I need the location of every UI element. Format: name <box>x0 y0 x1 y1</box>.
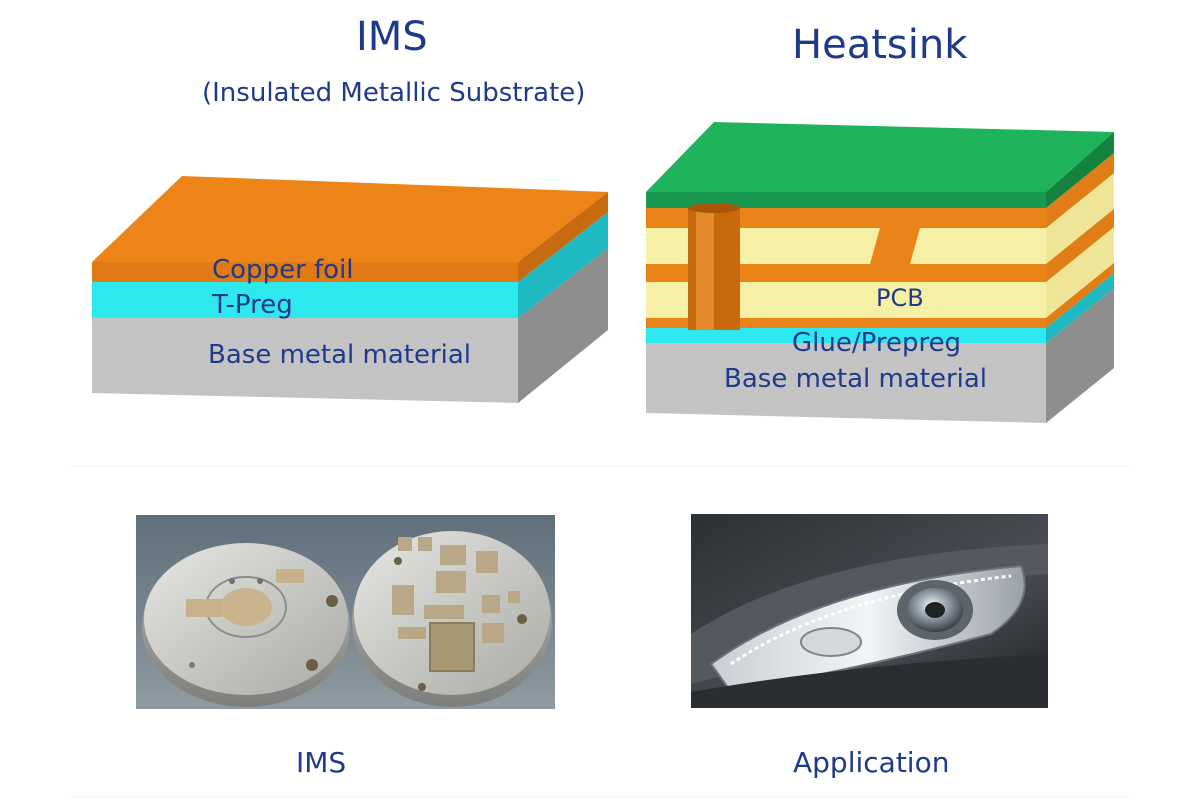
ims-tpreg-side <box>518 212 608 318</box>
ims-copper-label: Copper foil <box>212 255 354 285</box>
hs-mask-front <box>646 192 1046 208</box>
ims-photo-caption: IMS <box>296 746 347 779</box>
hs-base-label: Base metal material <box>724 364 988 394</box>
heatsink-title: Heatsink <box>792 22 968 68</box>
ims-tpreg-front <box>92 282 518 318</box>
ims-copper-side <box>518 192 608 282</box>
hs-base-front <box>646 343 1046 423</box>
ims-base-side <box>518 248 608 403</box>
hs-core-band-upper-mid <box>740 228 880 264</box>
hs-glue-front <box>646 328 1046 343</box>
hs-mask-side <box>1046 132 1114 208</box>
hs-glue-side <box>1046 273 1114 343</box>
hs-plated-via-highlight <box>696 208 714 330</box>
ims-subtitle: (Insulated Metallic Substrate) <box>202 78 586 108</box>
ims-base-label: Base metal material <box>208 340 472 370</box>
ims-base-front <box>92 318 518 403</box>
ims-boards-photo <box>136 515 555 709</box>
application-photo-caption: Application <box>793 746 950 779</box>
ims-stack <box>92 176 608 403</box>
hs-core-band-lower-side <box>1046 227 1114 318</box>
hs-core-band-upper-side <box>1046 173 1114 264</box>
hs-core-band-upper-right <box>910 228 1046 264</box>
hs-mask-top <box>646 122 1114 192</box>
hs-core-band-upper-left <box>646 228 688 264</box>
hs-core-band-lower-left <box>646 282 688 318</box>
hs-core-band-lower-right <box>740 282 1046 318</box>
separator-line <box>70 466 1130 467</box>
hs-base-side <box>1046 288 1114 423</box>
separator-line <box>70 796 1130 797</box>
ims-copper-top <box>92 176 608 262</box>
hs-glue-label: Glue/Prepreg <box>792 328 962 358</box>
ims-copper-front <box>92 262 518 282</box>
car-headlight-photo <box>691 514 1048 708</box>
heatsink-stack <box>646 122 1114 423</box>
ims-tpreg-label: T-Preg <box>212 290 293 320</box>
ims-title: IMS <box>356 14 428 60</box>
hs-pcb-label: PCB <box>876 284 924 312</box>
hs-via-top-opening <box>688 203 740 213</box>
